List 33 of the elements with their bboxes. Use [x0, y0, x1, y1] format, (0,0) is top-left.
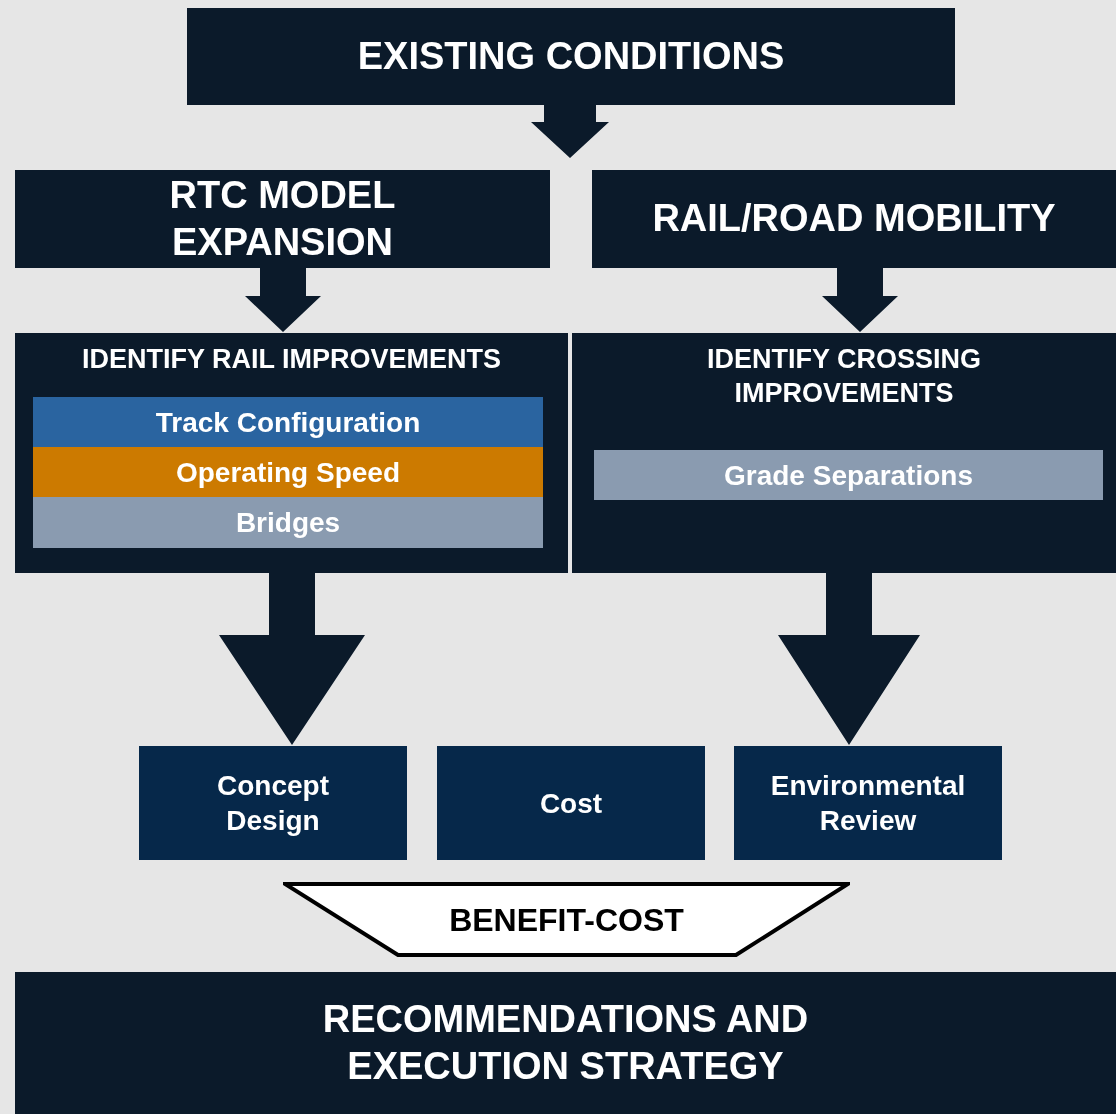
process-box	[139, 746, 407, 860]
node-label: Operating Speed	[175, 455, 400, 490]
node-label: Grade Separations	[724, 458, 973, 493]
node-label: Concept Design	[216, 769, 330, 838]
process-box	[734, 746, 1002, 860]
trapezoid-box	[283, 882, 850, 957]
panel	[572, 333, 1116, 573]
heading-box	[15, 972, 1116, 1114]
category-bar	[33, 397, 543, 447]
category-bar	[594, 450, 1103, 500]
node-label: EXISTING CONDITIONS	[357, 33, 785, 79]
node-label: IDENTIFY CROSSING IMPROVEMENTS	[705, 343, 982, 410]
block-arrow	[822, 268, 898, 332]
block-arrow	[219, 573, 365, 745]
node-label: IDENTIFY RAIL IMPROVEMENTS	[81, 343, 501, 376]
node-label: Cost	[539, 786, 603, 821]
block-arrow	[778, 573, 920, 745]
heading-box	[187, 8, 955, 105]
heading-box	[592, 170, 1116, 268]
node-label: Environmental Review	[769, 769, 967, 838]
node-label: BENEFIT-COST	[449, 900, 684, 940]
node-label: RECOMMENDATIONS AND EXECUTION STRATEGY	[321, 996, 810, 1089]
node-label: RAIL/ROAD MOBILITY	[652, 196, 1056, 242]
node-label: Track Configuration	[155, 405, 421, 440]
node-label: RTC MODEL EXPANSION	[168, 172, 397, 265]
category-bar	[33, 497, 543, 548]
heading-box	[15, 170, 550, 268]
category-bar	[33, 447, 543, 497]
block-arrow	[245, 268, 321, 332]
block-arrow	[531, 105, 609, 158]
panel	[15, 333, 568, 573]
node-label: Bridges	[235, 506, 341, 540]
process-box	[437, 746, 705, 860]
